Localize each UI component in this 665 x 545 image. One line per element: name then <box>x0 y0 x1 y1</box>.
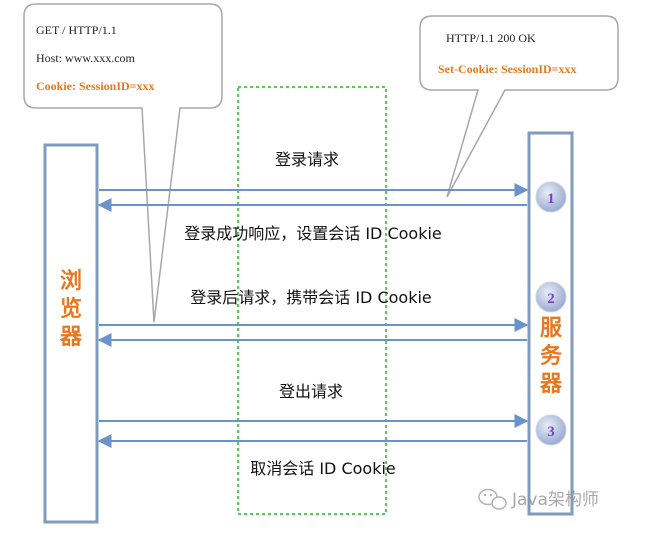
step-1-number: 1 <box>547 191 555 207</box>
response-speech-bubble <box>419 15 619 198</box>
request-line-method: GET / HTTP/1.1 <box>36 23 117 37</box>
label-logout-request: 登出请求 <box>279 382 343 401</box>
request-speech-bubble <box>23 3 223 323</box>
server-label-char-2: 务 <box>540 344 563 369</box>
browser-label-char-2: 览 <box>60 296 82 322</box>
request-line-host: Host: www.xxx.com <box>36 51 136 65</box>
label-after-login-request: 登录后请求，携带会话 ID Cookie <box>190 288 432 307</box>
step-1-circle <box>535 181 567 213</box>
label-cancel-session: 取消会话 ID Cookie <box>250 459 396 478</box>
browser-label-char-3: 器 <box>59 325 83 350</box>
watermark-text: Java架构师 <box>511 490 599 510</box>
session-scope-dashed-box <box>237 86 387 515</box>
response-line-status: HTTP/1.1 200 OK <box>446 31 536 45</box>
browser-box <box>43 143 99 524</box>
step-3-number: 3 <box>547 424 555 440</box>
wechat-icon <box>478 488 507 510</box>
server-label-char-3: 器 <box>539 372 563 397</box>
label-login-request: 登录请求 <box>275 150 339 169</box>
step-2-circle <box>535 281 567 313</box>
label-login-response: 登录成功响应，设置会话 ID Cookie <box>184 224 442 243</box>
request-line-cookie: Cookie: SessionID=xxx <box>36 79 155 93</box>
step-3-circle <box>535 414 567 446</box>
step-2-number: 2 <box>547 291 555 307</box>
browser-label-char-1: 浏 <box>60 269 82 294</box>
server-label-char-1: 服 <box>540 316 563 341</box>
response-line-set-cookie: Set-Cookie: SessionID=xxx <box>438 62 577 76</box>
